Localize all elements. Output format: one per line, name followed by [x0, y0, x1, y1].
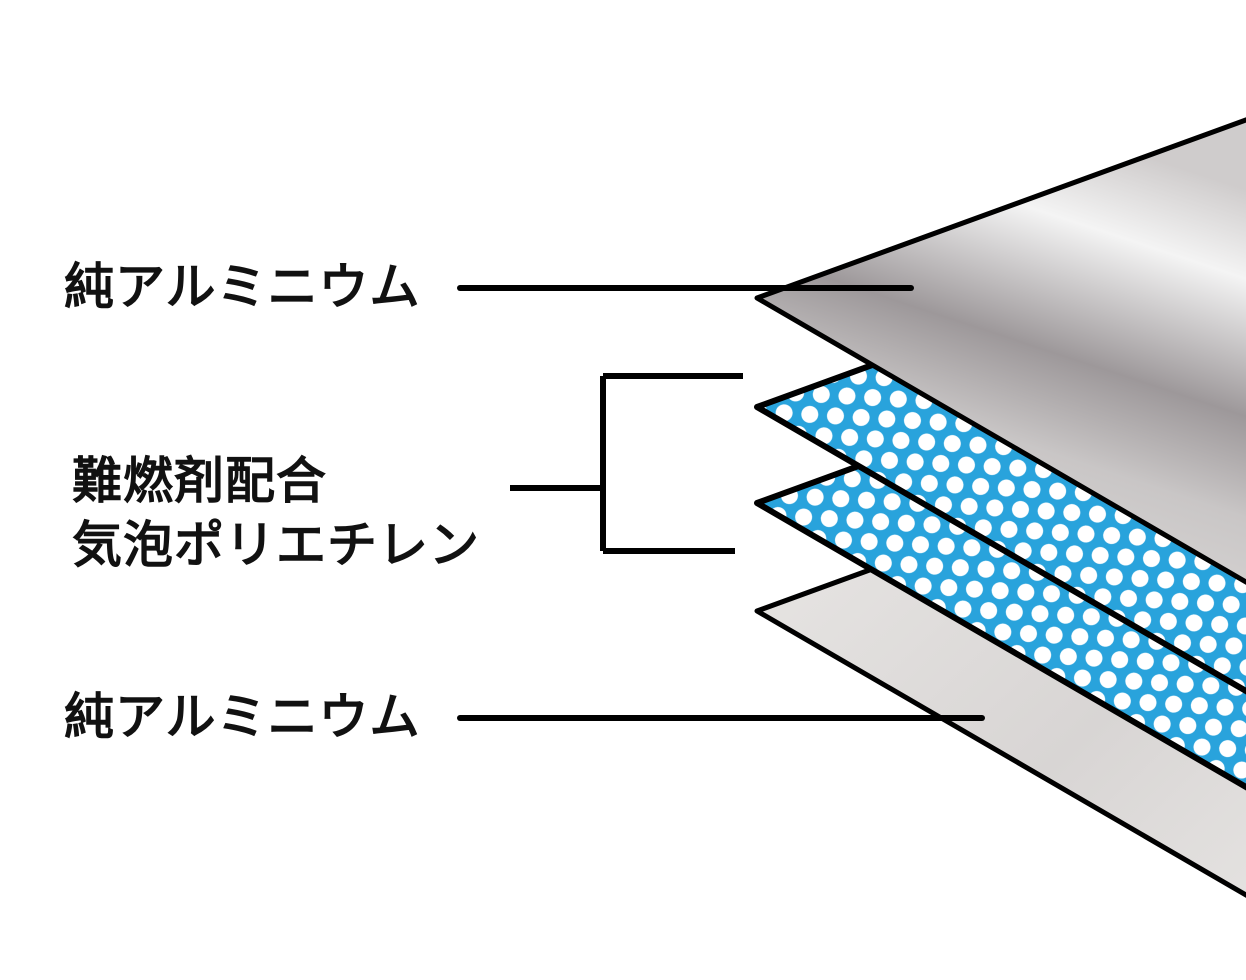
core-label-line2: 気泡ポリエチレン — [72, 516, 480, 574]
bottom-layer-label: 純アルミニウム — [64, 688, 421, 746]
top-aluminum-sheet — [754, 117, 1246, 585]
core-bracket — [510, 373, 743, 554]
core-label-line1: 難燃剤配合 — [72, 452, 327, 510]
top-layer-label: 純アルミニウム — [64, 258, 421, 316]
